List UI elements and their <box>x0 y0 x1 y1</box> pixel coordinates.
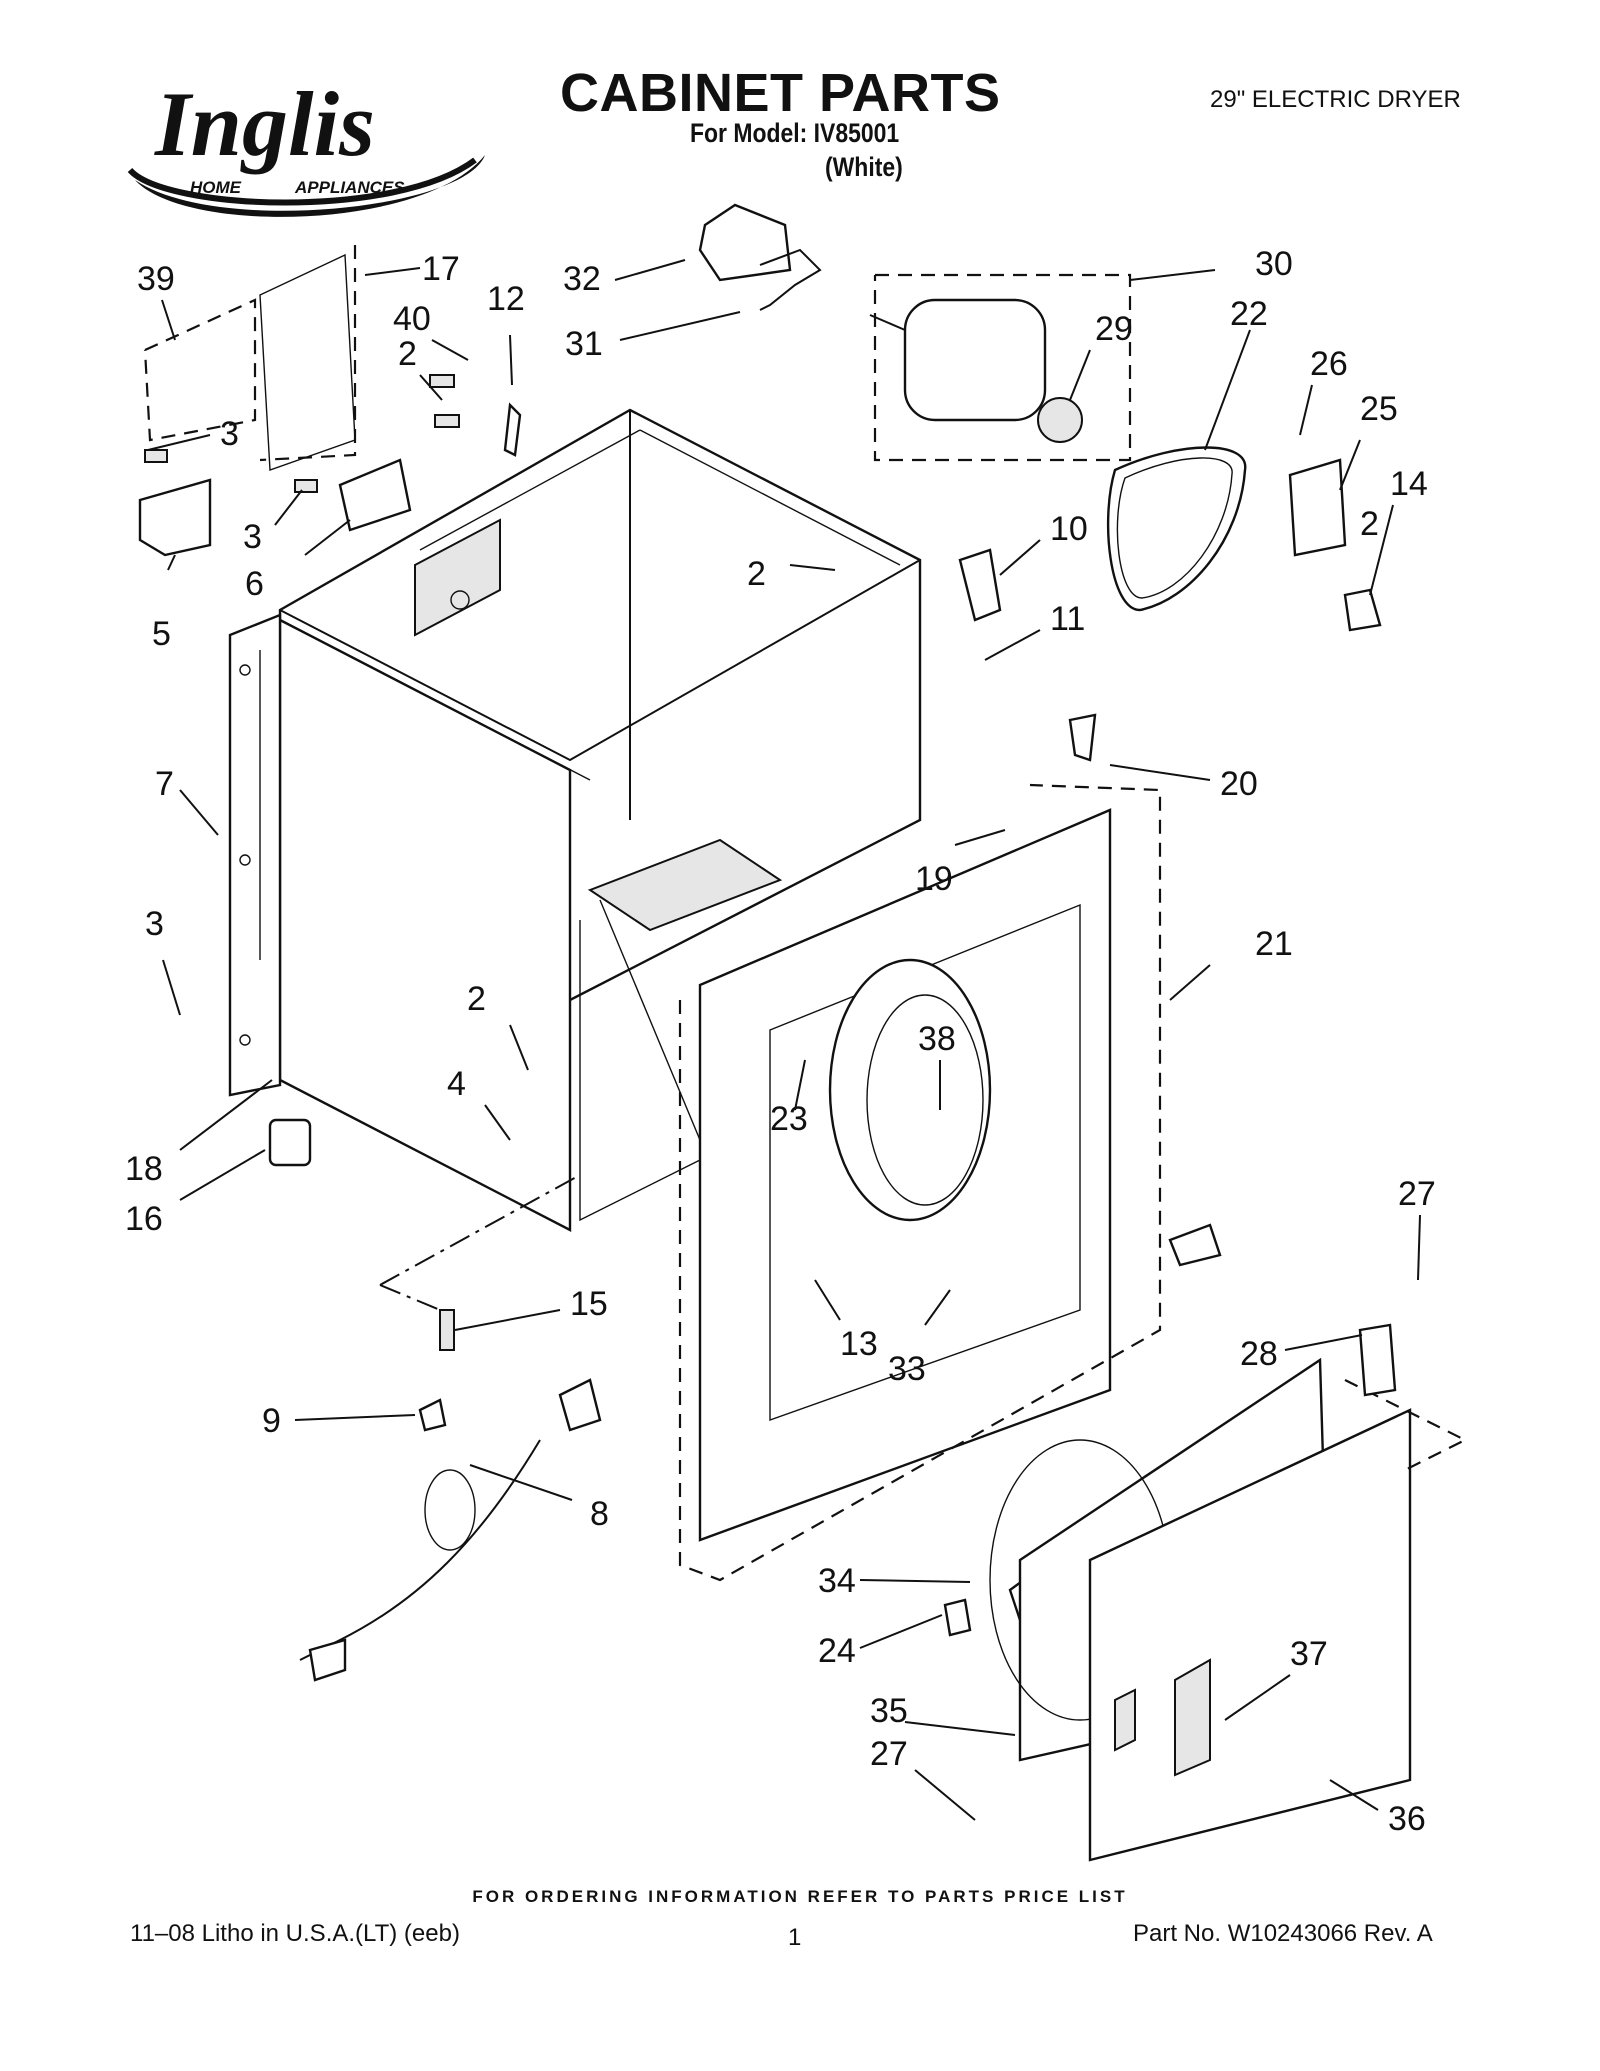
brand-logo: Inglis HOME APPLIANCES <box>127 73 485 217</box>
side-panel <box>228 613 282 1097</box>
callout-24: 24 <box>818 1632 856 1670</box>
callout-18: 18 <box>125 1150 163 1188</box>
callout-2c: 2 <box>467 980 486 1018</box>
callout-6: 6 <box>245 565 264 603</box>
callout-21: 21 <box>1255 925 1293 963</box>
callout-27b: 27 <box>870 1735 908 1773</box>
callout-36: 36 <box>1388 1800 1426 1838</box>
ordering-note: FOR ORDERING INFORMATION REFER TO PARTS … <box>472 1887 1128 1906</box>
callout-7: 7 <box>155 765 174 803</box>
page-title: CABINET PARTS <box>560 63 1001 123</box>
callout-14: 14 <box>1390 465 1428 503</box>
callout-2a: 2 <box>398 335 417 373</box>
callout-33: 33 <box>888 1350 926 1388</box>
motor-assembly <box>869 273 1132 462</box>
callout-32: 32 <box>563 260 601 298</box>
page-number: 1 <box>788 1924 802 1951</box>
callout-10: 10 <box>1050 510 1088 548</box>
callout-8: 8 <box>590 1495 609 1533</box>
callout-15: 15 <box>570 1285 608 1323</box>
product-type: 29" ELECTRIC DRYER <box>1210 86 1461 113</box>
callout-30: 30 <box>1255 245 1293 283</box>
callout-13: 13 <box>840 1325 878 1363</box>
callout-16: 16 <box>125 1200 163 1238</box>
callout-39: 39 <box>137 260 175 298</box>
misc-parts <box>268 458 1397 1682</box>
brand-sub-right: APPLIANCES <box>294 178 405 197</box>
cabinet-body <box>278 408 922 1232</box>
front-panel <box>678 783 1162 1582</box>
litho-code: 11–08 Litho in U.S.A.(LT) (eeb) <box>130 1920 460 1947</box>
callout-labels: 39 17 40 12 2 2 3 3 6 5 7 3 2 4 18 16 15… <box>125 245 1436 1838</box>
callout-29: 29 <box>1095 310 1133 348</box>
callout-2d: 2 <box>747 555 766 593</box>
brand-name: Inglis <box>154 73 375 175</box>
callout-34: 34 <box>818 1562 856 1600</box>
top-bracket <box>698 203 822 311</box>
callout-26: 26 <box>1310 345 1348 383</box>
callout-20: 20 <box>1220 765 1258 803</box>
model-number: For Model: IV85001 <box>690 118 900 148</box>
brand-sub-left: HOME <box>190 178 242 197</box>
callout-9: 9 <box>262 1402 281 1440</box>
callout-5: 5 <box>152 615 171 653</box>
part-number: Part No. W10243066 Rev. A <box>1133 1920 1433 1947</box>
callout-25: 25 <box>1360 390 1398 428</box>
callout-40: 40 <box>393 300 431 338</box>
callout-2b: 2 <box>1360 505 1379 543</box>
callout-28: 28 <box>1240 1335 1278 1373</box>
door-assembly <box>989 1357 1468 1862</box>
callout-3c: 3 <box>145 905 164 943</box>
callout-31: 31 <box>565 325 603 363</box>
callout-35: 35 <box>870 1692 908 1730</box>
callout-27a: 27 <box>1398 1175 1436 1213</box>
callout-4: 4 <box>447 1065 466 1103</box>
callout-17: 17 <box>422 250 460 288</box>
model-variant: (White) <box>825 152 903 182</box>
callout-11: 11 <box>1050 600 1085 638</box>
small-hardware-left <box>138 245 522 557</box>
callout-19: 19 <box>915 860 953 898</box>
callout-12: 12 <box>487 280 525 318</box>
callout-leaders <box>147 259 1421 1821</box>
drive-belt <box>1106 446 1247 612</box>
callout-38: 38 <box>918 1020 956 1058</box>
callout-3b: 3 <box>243 518 262 556</box>
callout-23: 23 <box>770 1100 808 1138</box>
callout-22: 22 <box>1230 295 1268 333</box>
callout-3a: 3 <box>220 415 239 453</box>
callout-37: 37 <box>1290 1635 1328 1673</box>
